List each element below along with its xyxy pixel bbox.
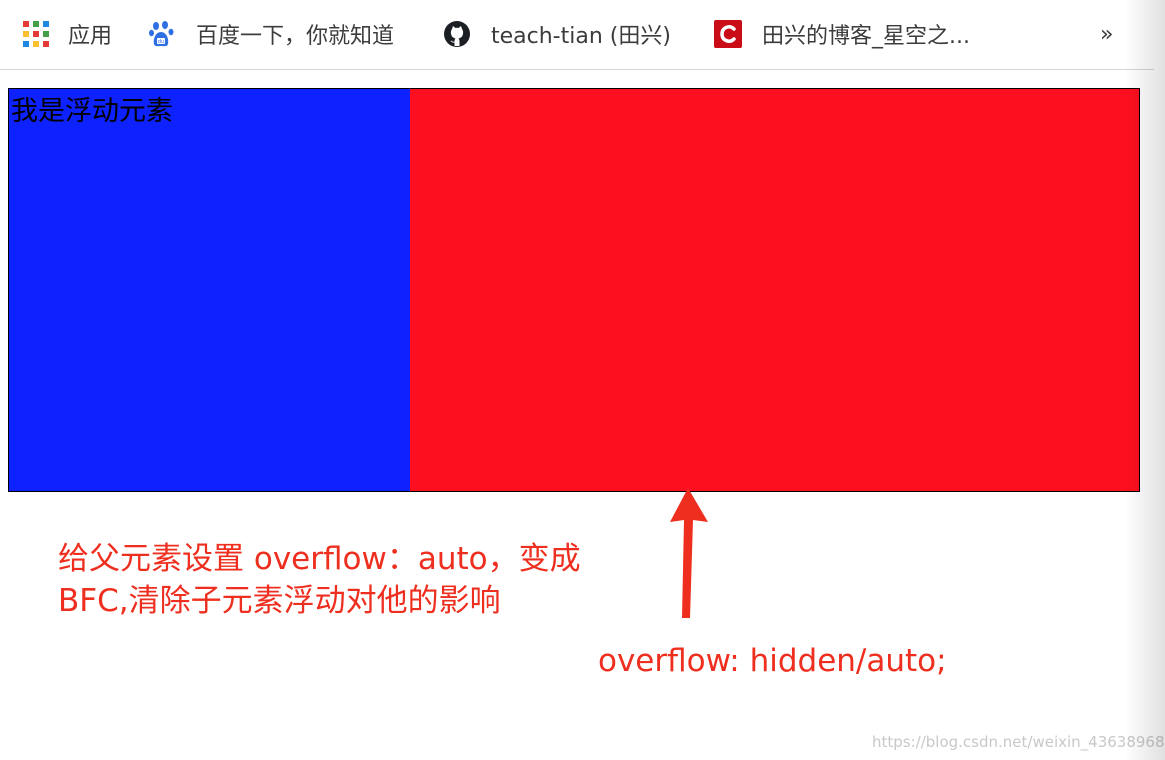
watermark-url: https://blog.csdn.net/weixin_43638968 — [872, 733, 1165, 751]
parent-element: 我是浮动元素 — [8, 88, 1140, 492]
bookmark-label: teach-tian (田兴) — [491, 24, 671, 49]
svg-text:du: du — [158, 39, 164, 45]
github-icon — [444, 21, 470, 47]
baidu-paw-icon: du — [149, 21, 174, 47]
up-arrow-icon — [670, 488, 708, 618]
bookmark-github[interactable]: teach-tian (田兴) — [443, 0, 671, 68]
bookmark-baidu[interactable]: du 百度一下，你就知道 — [148, 0, 394, 68]
floating-child-element: 我是浮动元素 — [9, 89, 410, 491]
more-bookmarks-button[interactable]: » — [1100, 21, 1114, 47]
bookmark-apps[interactable]: 应用 — [22, 0, 112, 68]
bookmark-label: 百度一下，你就知道 — [196, 24, 395, 49]
annotation-code: overflow: hidden/auto; — [598, 643, 947, 679]
annotation-line-2: BFC,清除子元素浮动对他的影响 — [58, 583, 501, 619]
apps-grid-icon — [23, 21, 49, 47]
bookmark-label: 田兴的博客_星空之... — [762, 24, 970, 49]
bookmark-csdn[interactable]: 田兴的博客_星空之... — [714, 0, 970, 68]
csdn-icon — [714, 20, 742, 48]
annotation-line-1: 给父元素设置 overflow：auto，变成 — [58, 541, 581, 577]
annotation-note: 给父元素设置 overflow：auto，变成 BFC,清除子元素浮动对他的影响 — [58, 538, 581, 622]
bookmarks-bar: 应用 du 百度一下，你就知道 teach-tian (田兴) 田兴的博客_星空… — [0, 0, 1154, 70]
bookmark-label: 应用 — [68, 24, 113, 49]
